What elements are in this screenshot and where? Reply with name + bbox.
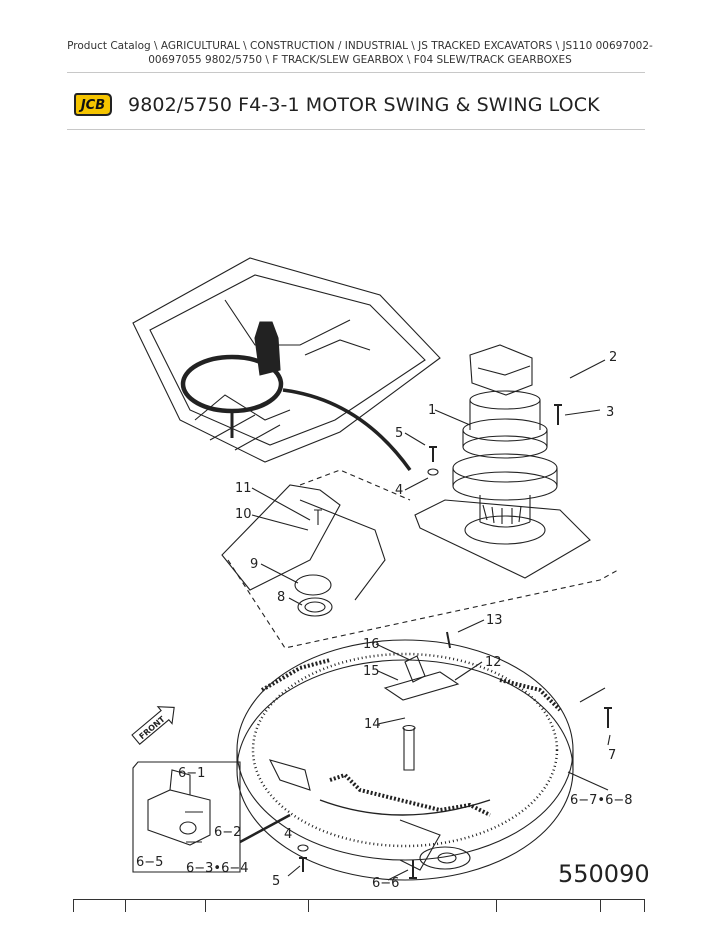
callout-11: 11 (235, 481, 252, 496)
callout-10: 10 (235, 507, 252, 522)
callout-6-5: 6−5 (136, 855, 163, 870)
callout-1: 1 (428, 403, 436, 418)
jcb-logo: JCB (74, 93, 112, 116)
callout-6-2: 6−2 (214, 825, 241, 840)
breadcrumb: Product Catalog \ AGRICULTURAL \ CONSTRU… (20, 39, 700, 67)
figure-number: 550090 (558, 860, 650, 888)
exploded-parts-diagram: FRONT 2 3 1 5 4 11 10 9 8 13 16 15 12 14… (131, 257, 650, 891)
callout-6-3-6-4: 6−3•6−4 (186, 861, 249, 876)
swing-lock-plate (383, 671, 460, 701)
callout-6-6: 6−6 (372, 876, 399, 891)
detail-inset-box (132, 761, 241, 873)
callout-16: 16 (363, 637, 380, 652)
front-arrow: FRONT (131, 706, 175, 745)
callout-7: 7 (608, 748, 616, 763)
page-title: 9802/5750 F4-3-1 MOTOR SWING & SWING LOC… (128, 94, 600, 116)
mounting-plate (414, 499, 591, 579)
logo-text: JCB (78, 98, 105, 113)
callout-15: 15 (363, 664, 380, 679)
callout-6-7-6-8: 6−7•6−8 (570, 793, 633, 808)
parts-table-header (73, 899, 645, 951)
cover-plate (294, 574, 332, 596)
callout-14: 14 (364, 717, 381, 732)
callout-9: 9 (250, 557, 258, 572)
shim (297, 597, 333, 617)
callout-3: 3 (606, 405, 614, 420)
upper-frame-outline (132, 257, 441, 463)
top-divider (67, 72, 645, 73)
callout-13: 13 (486, 613, 503, 628)
title-divider (67, 129, 645, 130)
callout-4: 4 (395, 483, 403, 498)
callout-5b: 5 (272, 874, 280, 889)
callout-12: 12 (485, 655, 502, 670)
swing-motor-top (469, 344, 533, 396)
callout-6-1: 6−1 (178, 766, 205, 781)
callout-5: 5 (395, 426, 403, 441)
breadcrumb-line-1: Product Catalog \ AGRICULTURAL \ CONSTRU… (67, 40, 653, 52)
breadcrumb-line-2: 00697055 9802/5750 \ F TRACK/SLEW GEARBO… (148, 54, 572, 66)
callout-8: 8 (277, 590, 285, 605)
callout-2: 2 (609, 350, 617, 365)
callout-4b: 4 (284, 827, 292, 842)
